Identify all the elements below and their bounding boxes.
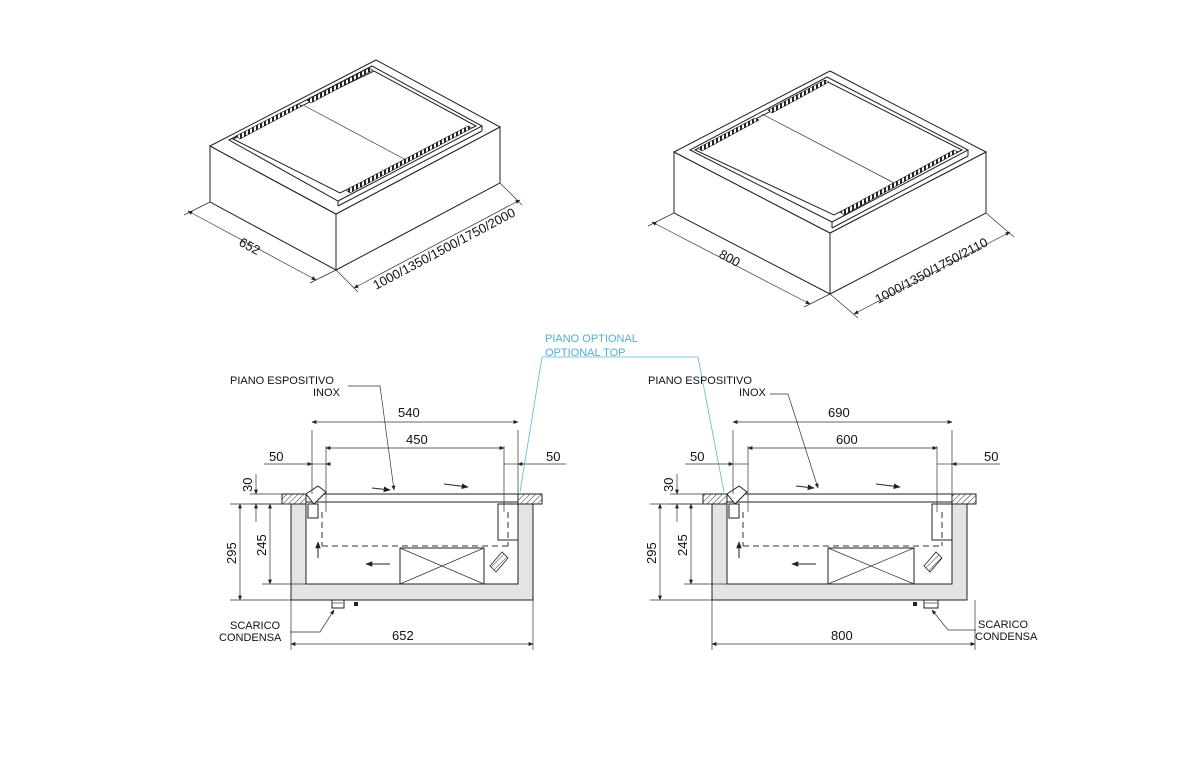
right-label-line2: INOX: [739, 387, 767, 399]
optional-top-leaders: [519, 356, 725, 493]
right-iso-depth-dim: 800: [717, 246, 743, 269]
right-drain-line1: SCARICO: [978, 619, 1029, 631]
right-label-line1: PIANO ESPOSITIVO: [648, 375, 752, 387]
left-dim-right-offset: 50: [546, 449, 560, 464]
right-dim-inner-top: 600: [836, 432, 858, 447]
left-dim-height-inner: 245: [254, 534, 269, 556]
optional-top-label-line1: PIANO OPTIONAL: [545, 333, 638, 345]
left-label-line2: INOX: [313, 387, 341, 399]
left-dim-top-thickness: 30: [240, 478, 255, 492]
left-dim-inner-top: 450: [406, 432, 428, 447]
left-dim-height-total: 295: [224, 542, 239, 564]
right-dim-width: 800: [831, 628, 853, 643]
left-iso-unit: [183, 59, 523, 293]
left-section-body: [281, 483, 543, 609]
right-dim-outer-top: 690: [828, 405, 850, 420]
right-section-dimensions: [650, 393, 1000, 650]
right-dim-right-offset: 50: [984, 449, 998, 464]
left-label-line1: PIANO ESPOSITIVO: [230, 375, 334, 387]
right-section-body: [702, 483, 977, 609]
left-dim-width: 652: [392, 628, 414, 643]
right-dim-left-offset: 50: [690, 449, 704, 464]
left-drain-line2: CONDENSA: [219, 632, 282, 644]
right-iso-unit: [647, 70, 1015, 319]
right-dim-height-total: 295: [644, 542, 659, 564]
right-dim-height-inner: 245: [675, 534, 690, 556]
right-dim-top-thickness: 30: [661, 478, 676, 492]
left-section-dimensions: [230, 385, 566, 650]
right-drain-line2: CONDENSA: [975, 631, 1038, 643]
optional-top-label-line2: OPTIONAL TOP: [545, 347, 626, 359]
left-dim-left-offset: 50: [269, 449, 283, 464]
left-drain-line1: SCARICO: [230, 620, 281, 632]
left-dim-outer-top: 540: [398, 405, 420, 420]
left-iso-depth-dim: 652: [237, 234, 263, 257]
